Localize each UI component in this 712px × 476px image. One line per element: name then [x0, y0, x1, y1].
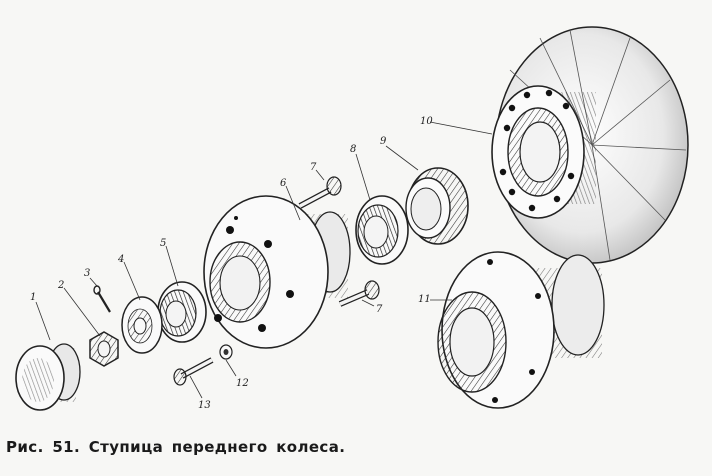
- callout-12: 12: [236, 378, 249, 389]
- callout-11: 11: [418, 294, 431, 305]
- callout-8: 8: [350, 144, 356, 155]
- washer-part-12: [219, 344, 233, 360]
- callout-labels: 1 2 3 4 5 6 7 7 8 9 10 11 12 13: [30, 116, 433, 411]
- hub-cap-part-1: [15, 343, 81, 411]
- leader-lines: [35, 121, 493, 399]
- hub-flange-part-6: [203, 195, 351, 349]
- callout-7-upper: 7: [310, 162, 317, 173]
- wheel-bolt-part-7-upper: [298, 176, 342, 209]
- outer-bearing-part-5: [157, 281, 207, 343]
- bearing-part-8: [355, 195, 409, 265]
- callout-7-lower: 7: [376, 304, 383, 315]
- callout-3: 3: [84, 268, 90, 279]
- hub-part-11: [437, 251, 605, 409]
- callout-1: 1: [30, 292, 36, 303]
- callout-5: 5: [160, 238, 166, 249]
- callout-6: 6: [280, 178, 287, 189]
- brake-disc-hub-part-10: [491, 26, 689, 264]
- wheel-bolt-part-7-lower: [338, 280, 380, 307]
- thrust-washer-part-4: [121, 296, 163, 354]
- callout-9: 9: [380, 136, 387, 147]
- callout-10: 10: [420, 116, 433, 127]
- figure-caption: Рис. 51. Ступица переднего колеса.: [6, 438, 346, 456]
- castle-nut-part-2: [89, 331, 119, 367]
- cotter-pin-part-3: [93, 285, 111, 313]
- callout-4: 4: [117, 254, 124, 265]
- oil-seal-part-9: [405, 167, 469, 245]
- bolt-part-13: [173, 357, 214, 386]
- callout-2: 2: [57, 280, 64, 291]
- callout-13: 13: [198, 400, 211, 411]
